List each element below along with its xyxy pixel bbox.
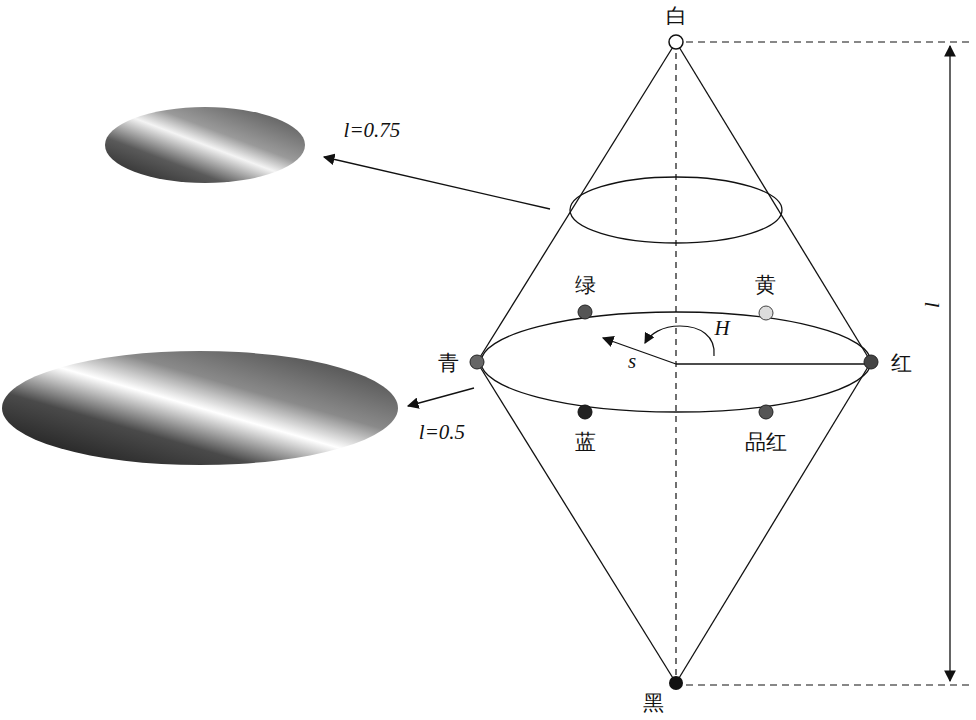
angle-label: H	[714, 317, 729, 340]
radius-line	[676, 363, 871, 364]
hue-arc	[645, 326, 714, 356]
leader-arrow	[324, 157, 550, 209]
green-point	[578, 305, 592, 319]
cone-outline	[477, 42, 871, 683]
color-label: 青	[438, 352, 459, 375]
dim-extension	[686, 41, 972, 42]
yellow-point	[759, 306, 773, 320]
dim-extension	[686, 684, 972, 685]
vertex-label: 黑	[643, 692, 664, 715]
magenta-point	[759, 405, 773, 419]
red-point	[864, 355, 878, 369]
blue-point	[578, 405, 592, 419]
level-label: l=0.75	[344, 119, 401, 142]
slice-05	[2, 351, 398, 465]
color-label: 黄	[755, 274, 776, 297]
white-point	[669, 35, 683, 49]
vertex-label: 白	[666, 5, 687, 28]
cyan-point	[470, 355, 484, 369]
axis	[675, 42, 676, 683]
color-label: 品红	[745, 431, 787, 454]
dimension-label: l	[921, 302, 944, 308]
color-label: 蓝	[575, 431, 596, 454]
leader-arrow	[408, 388, 474, 406]
color-label: 红	[891, 352, 912, 375]
slice-075	[105, 107, 305, 183]
dimension-line	[949, 46, 950, 681]
saturation-label: s	[628, 350, 636, 373]
level-label: l=0.5	[419, 421, 465, 444]
color-label: 绿	[575, 274, 596, 297]
saturation-arrow	[603, 338, 676, 364]
black-point	[669, 676, 683, 690]
